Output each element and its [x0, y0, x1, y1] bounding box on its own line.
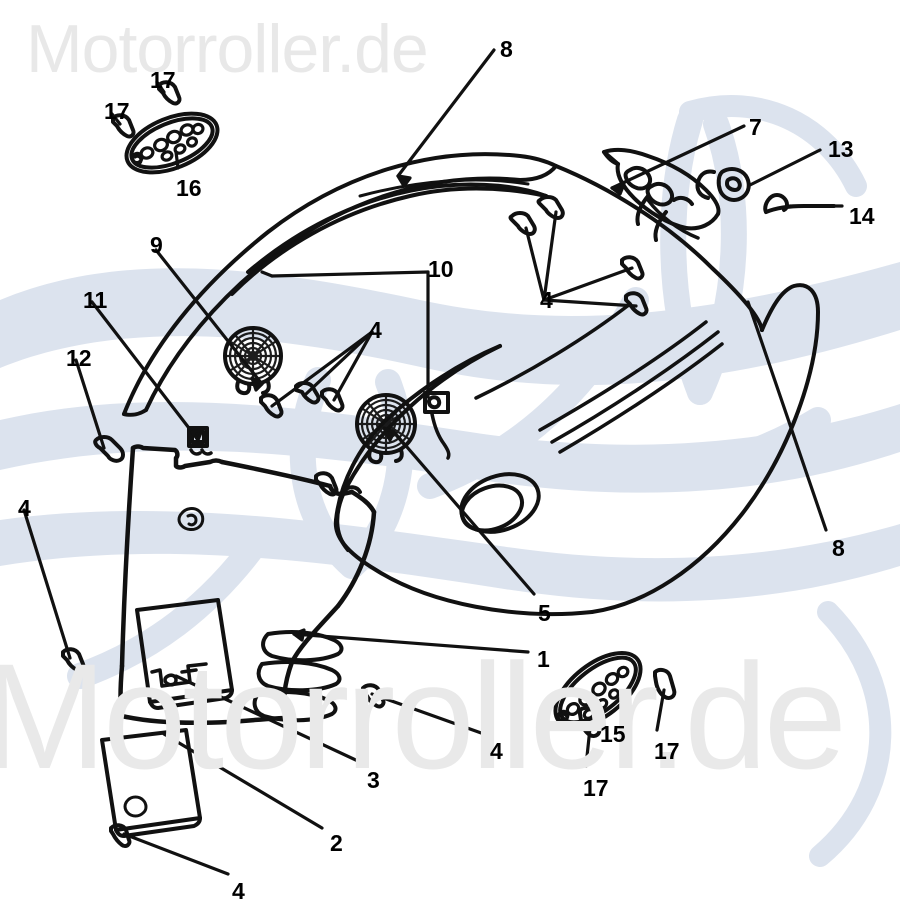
callout-label-17: 17 — [654, 738, 680, 764]
callout-label-15: 15 — [600, 721, 626, 747]
callout-label-3: 3 — [367, 767, 380, 793]
callout-label-4: 4 — [490, 738, 503, 764]
callout-label-8: 8 — [500, 36, 513, 62]
callout-label-17: 17 — [583, 775, 609, 801]
callout-label-4: 4 — [540, 287, 553, 313]
callout-label-9: 9 — [150, 232, 163, 258]
callout-label-2: 2 — [330, 830, 343, 856]
watermark-bottom: Motorroller.de — [0, 632, 847, 800]
callout-label-4: 4 — [18, 495, 31, 521]
callout-label-17: 17 — [104, 98, 130, 124]
callout-label-17: 17 — [150, 67, 176, 93]
callout-label-16: 16 — [176, 175, 202, 201]
callout-label-13: 13 — [828, 136, 854, 162]
watermark-top: Motorroller.de — [26, 11, 429, 87]
callout-label-1: 1 — [537, 646, 550, 672]
callout-label-12: 12 — [66, 345, 92, 371]
callout-label-7: 7 — [749, 114, 762, 140]
callout-label-4: 4 — [369, 317, 382, 343]
callout-label-4: 4 — [232, 878, 245, 904]
callout-label-10: 10 — [428, 256, 454, 282]
callout-label-5: 5 — [538, 600, 551, 626]
callout-label-11: 11 — [83, 287, 108, 313]
callout-label-8: 8 — [832, 535, 845, 561]
callout-label-14: 14 — [849, 203, 875, 229]
